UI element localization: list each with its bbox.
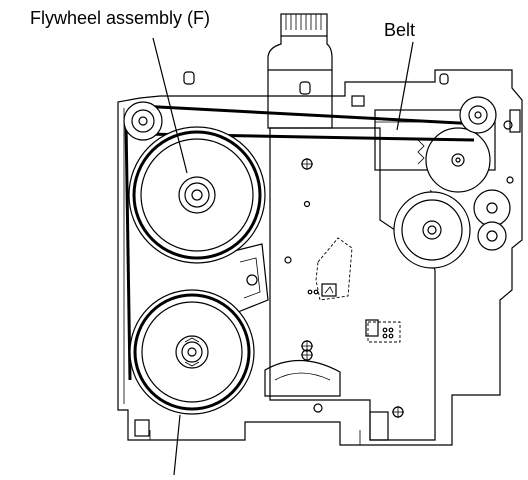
belt-leader-line: [396, 41, 414, 131]
right-gear-cluster: [374, 109, 514, 269]
ribbon-connector: [267, 13, 333, 129]
flywheel-leader-line: [152, 37, 188, 174]
lower-reel: [129, 289, 255, 415]
idler-pulley: [123, 101, 163, 141]
lower-leader-line: [173, 414, 181, 476]
capstan-pulley: [459, 96, 497, 134]
upper-flywheel: [128, 126, 266, 264]
lower-mechanism: [229, 243, 404, 418]
sensor-outline: [307, 237, 401, 343]
center-plate: [269, 127, 436, 441]
flywheel-label: Flywheel assembly (F): [30, 8, 211, 28]
belt-label: Belt: [384, 20, 416, 40]
chassis-frame: [117, 69, 523, 446]
